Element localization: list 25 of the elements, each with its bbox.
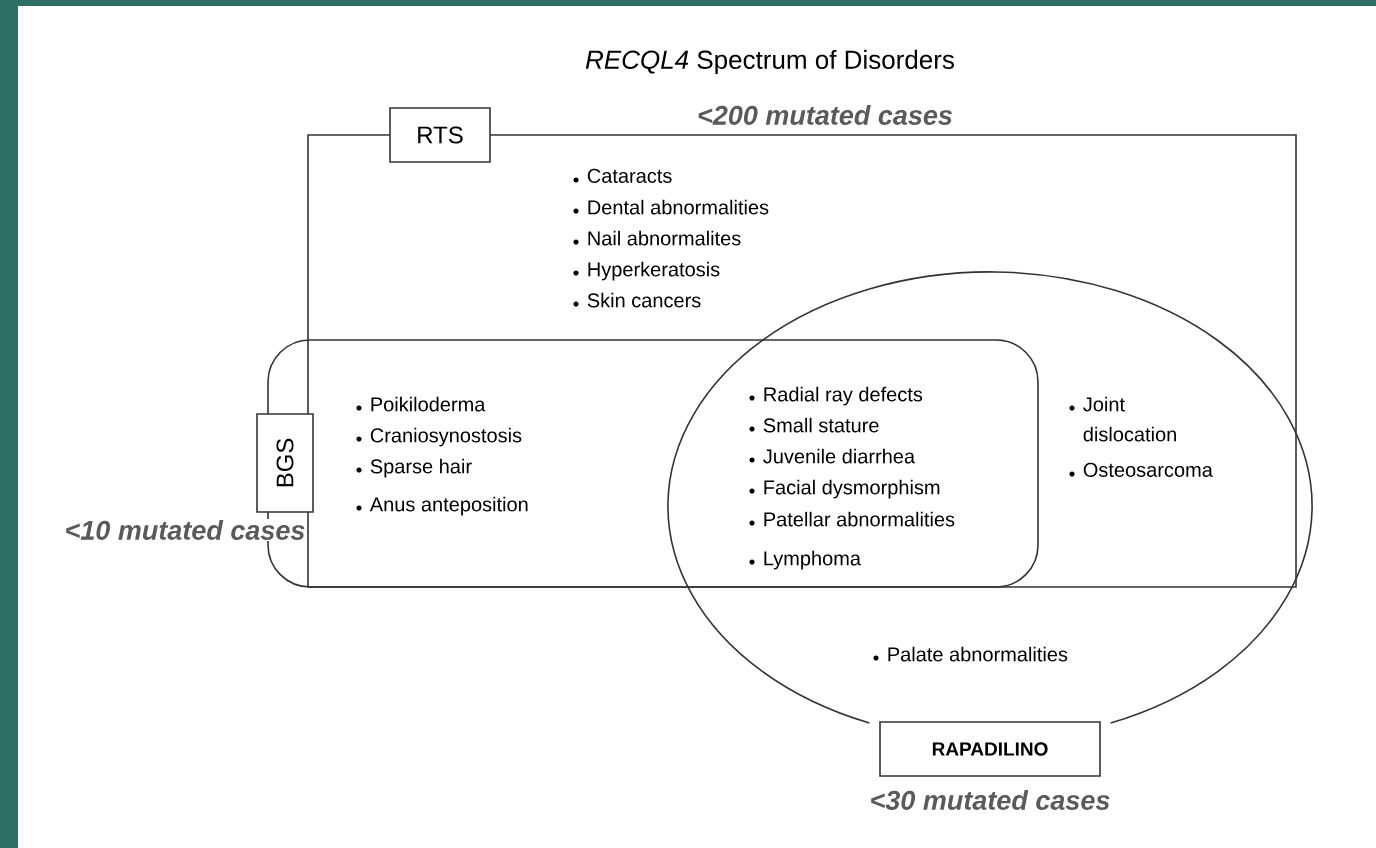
list-item: Lymphoma bbox=[749, 550, 861, 570]
set-label-box: RAPADILINO bbox=[879, 721, 1101, 777]
list-item: Sparse hair bbox=[356, 458, 472, 478]
title: RECQL4 Spectrum of Disorders bbox=[585, 49, 954, 75]
list-item: Craniosynostosis bbox=[356, 427, 522, 447]
case-count: <200 mutated cases bbox=[696, 104, 954, 126]
list-item: Juvenile diarrhea bbox=[749, 448, 916, 464]
list-item: Dental abnormalities bbox=[573, 199, 769, 215]
list-item: Facial dysmorphism bbox=[749, 479, 940, 499]
list-item: Poikiloderma bbox=[356, 396, 486, 412]
list-item: Joint dislocation bbox=[1069, 396, 1176, 442]
list-item: Hyperkeratosis bbox=[573, 261, 720, 281]
list-item: Osteosarcoma bbox=[1069, 462, 1213, 477]
list-item: Radial ray defects bbox=[749, 386, 923, 406]
list-item: Small stature bbox=[749, 417, 879, 433]
case-count: <30 mutated cases bbox=[868, 789, 1112, 811]
list-item: Anus anteposition bbox=[356, 496, 528, 516]
set-label-box: RTS bbox=[389, 107, 491, 163]
list-item: Nail abnormalites bbox=[573, 230, 741, 246]
list-item: Skin cancers bbox=[573, 292, 701, 308]
list-item: Patellar abnormalities bbox=[749, 511, 955, 527]
list-item: Cataracts bbox=[573, 168, 672, 183]
list-item: Palate abnormalities bbox=[873, 646, 1068, 662]
set-label-box: BGS bbox=[256, 413, 314, 513]
case-count: <10 mutated cases bbox=[63, 519, 307, 541]
